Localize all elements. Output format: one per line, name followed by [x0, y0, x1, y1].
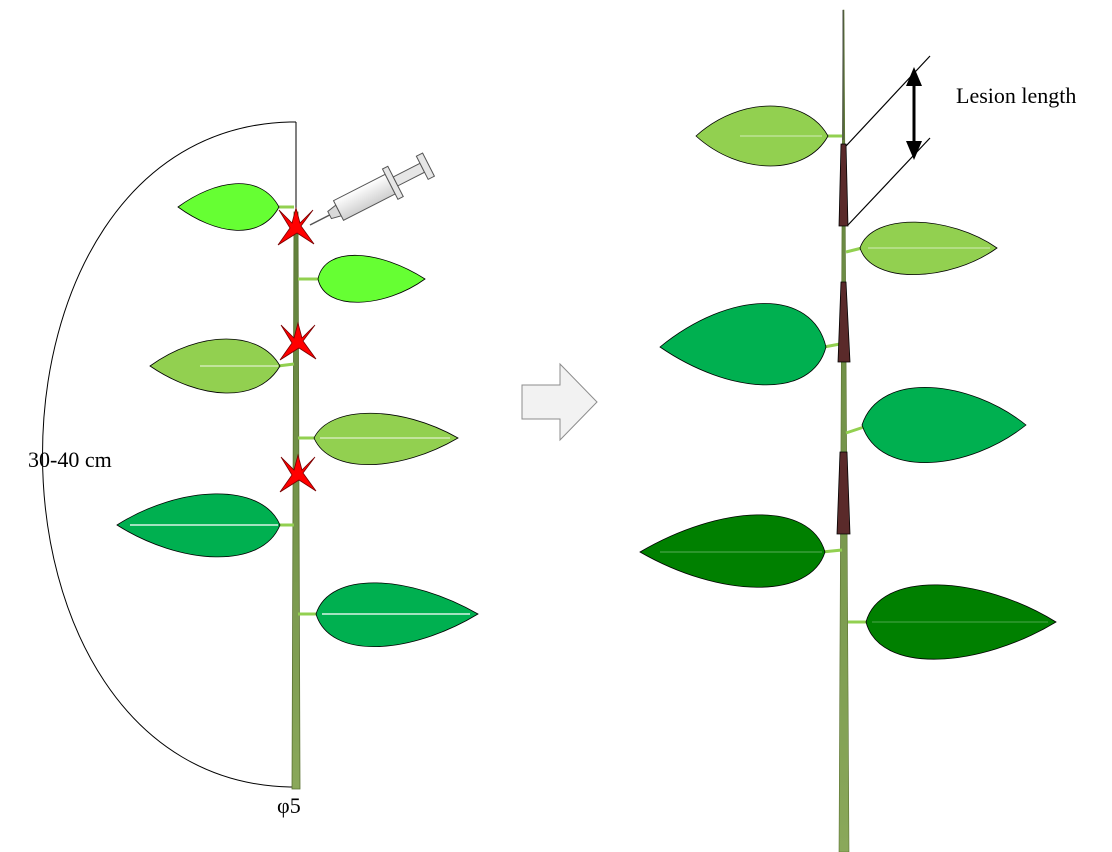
left-leaf-3 — [149, 338, 295, 394]
height-label: 30-40 cm — [28, 447, 112, 472]
lesion-length-label: Lesion length — [956, 83, 1076, 108]
left-leaf-2 — [298, 254, 426, 303]
diameter-label: φ5 — [277, 793, 301, 818]
syringe-icon — [309, 152, 436, 226]
left-leaf-6 — [298, 582, 479, 648]
lesion-extension-line-top — [845, 55, 931, 147]
left-plant: 30-40 cm φ5 — [28, 121, 479, 818]
left-leaf-4 — [298, 412, 459, 466]
right-leaf-4 — [845, 387, 1027, 463]
right-leaf-2 — [845, 221, 998, 276]
right-leaf-5 — [639, 514, 843, 588]
right-leaf-6 — [848, 584, 1057, 660]
left-leaf-1 — [177, 183, 294, 231]
height-bracket — [42, 121, 296, 788]
lesion-upper — [838, 143, 849, 227]
right-leaf-3 — [659, 303, 841, 386]
right-leaf-1 — [695, 105, 842, 167]
double-arrow-icon — [906, 67, 922, 160]
lesion-middle — [837, 281, 851, 363]
lesion-lower — [836, 451, 851, 535]
left-stem — [291, 211, 301, 790]
right-plant: Lesion length — [639, 9, 1076, 852]
wound-star-icon — [279, 321, 317, 361]
wound-star-icon — [279, 453, 317, 493]
wound-star-icon — [277, 206, 315, 246]
right-stem — [838, 9, 850, 852]
right-arrow-icon — [521, 362, 598, 442]
left-leaf-5 — [116, 493, 294, 558]
